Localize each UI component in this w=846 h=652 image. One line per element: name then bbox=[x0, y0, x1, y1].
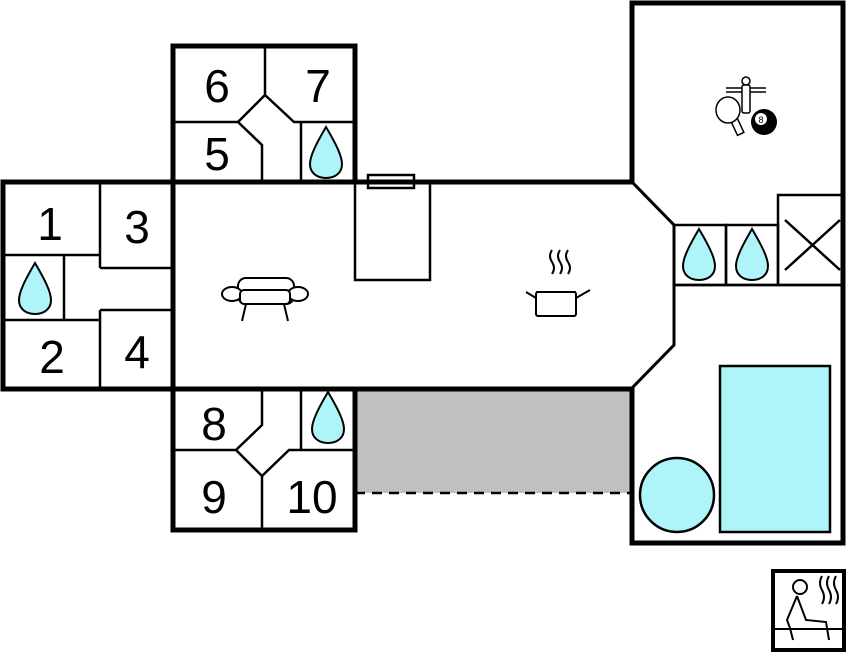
water-drop-icon bbox=[734, 227, 770, 282]
room-label-3: 3 bbox=[124, 201, 150, 253]
room-label-6: 6 bbox=[204, 60, 230, 112]
table-tennis-icon bbox=[715, 96, 745, 137]
room-label-5: 5 bbox=[204, 128, 230, 180]
billiard-ball-number: 8 bbox=[758, 115, 763, 125]
room-label-8: 8 bbox=[201, 398, 227, 450]
interior-walls bbox=[3, 46, 845, 530]
cooking-pot-icon bbox=[525, 249, 591, 317]
billiard-ball-icon: 8 bbox=[751, 109, 777, 135]
room-label-10: 10 bbox=[286, 471, 337, 523]
water-drop-icon bbox=[17, 261, 53, 316]
water-drop-icon bbox=[681, 227, 717, 282]
pool-icon bbox=[718, 364, 832, 534]
whirlpool-icon bbox=[638, 456, 716, 534]
water-drop-icon bbox=[310, 390, 346, 445]
table-football-icon bbox=[726, 76, 766, 114]
exterior-walls bbox=[0, 0, 846, 546]
room-label-9: 9 bbox=[201, 471, 227, 523]
room-label-1: 1 bbox=[37, 198, 63, 250]
water-drop-icon bbox=[308, 125, 344, 180]
sofa-icon bbox=[221, 277, 309, 322]
room-label-4: 4 bbox=[124, 326, 150, 378]
room-label-2: 2 bbox=[39, 331, 65, 383]
room-label-7: 7 bbox=[305, 60, 331, 112]
sauna-icon bbox=[771, 569, 846, 652]
terrace bbox=[355, 390, 630, 493]
